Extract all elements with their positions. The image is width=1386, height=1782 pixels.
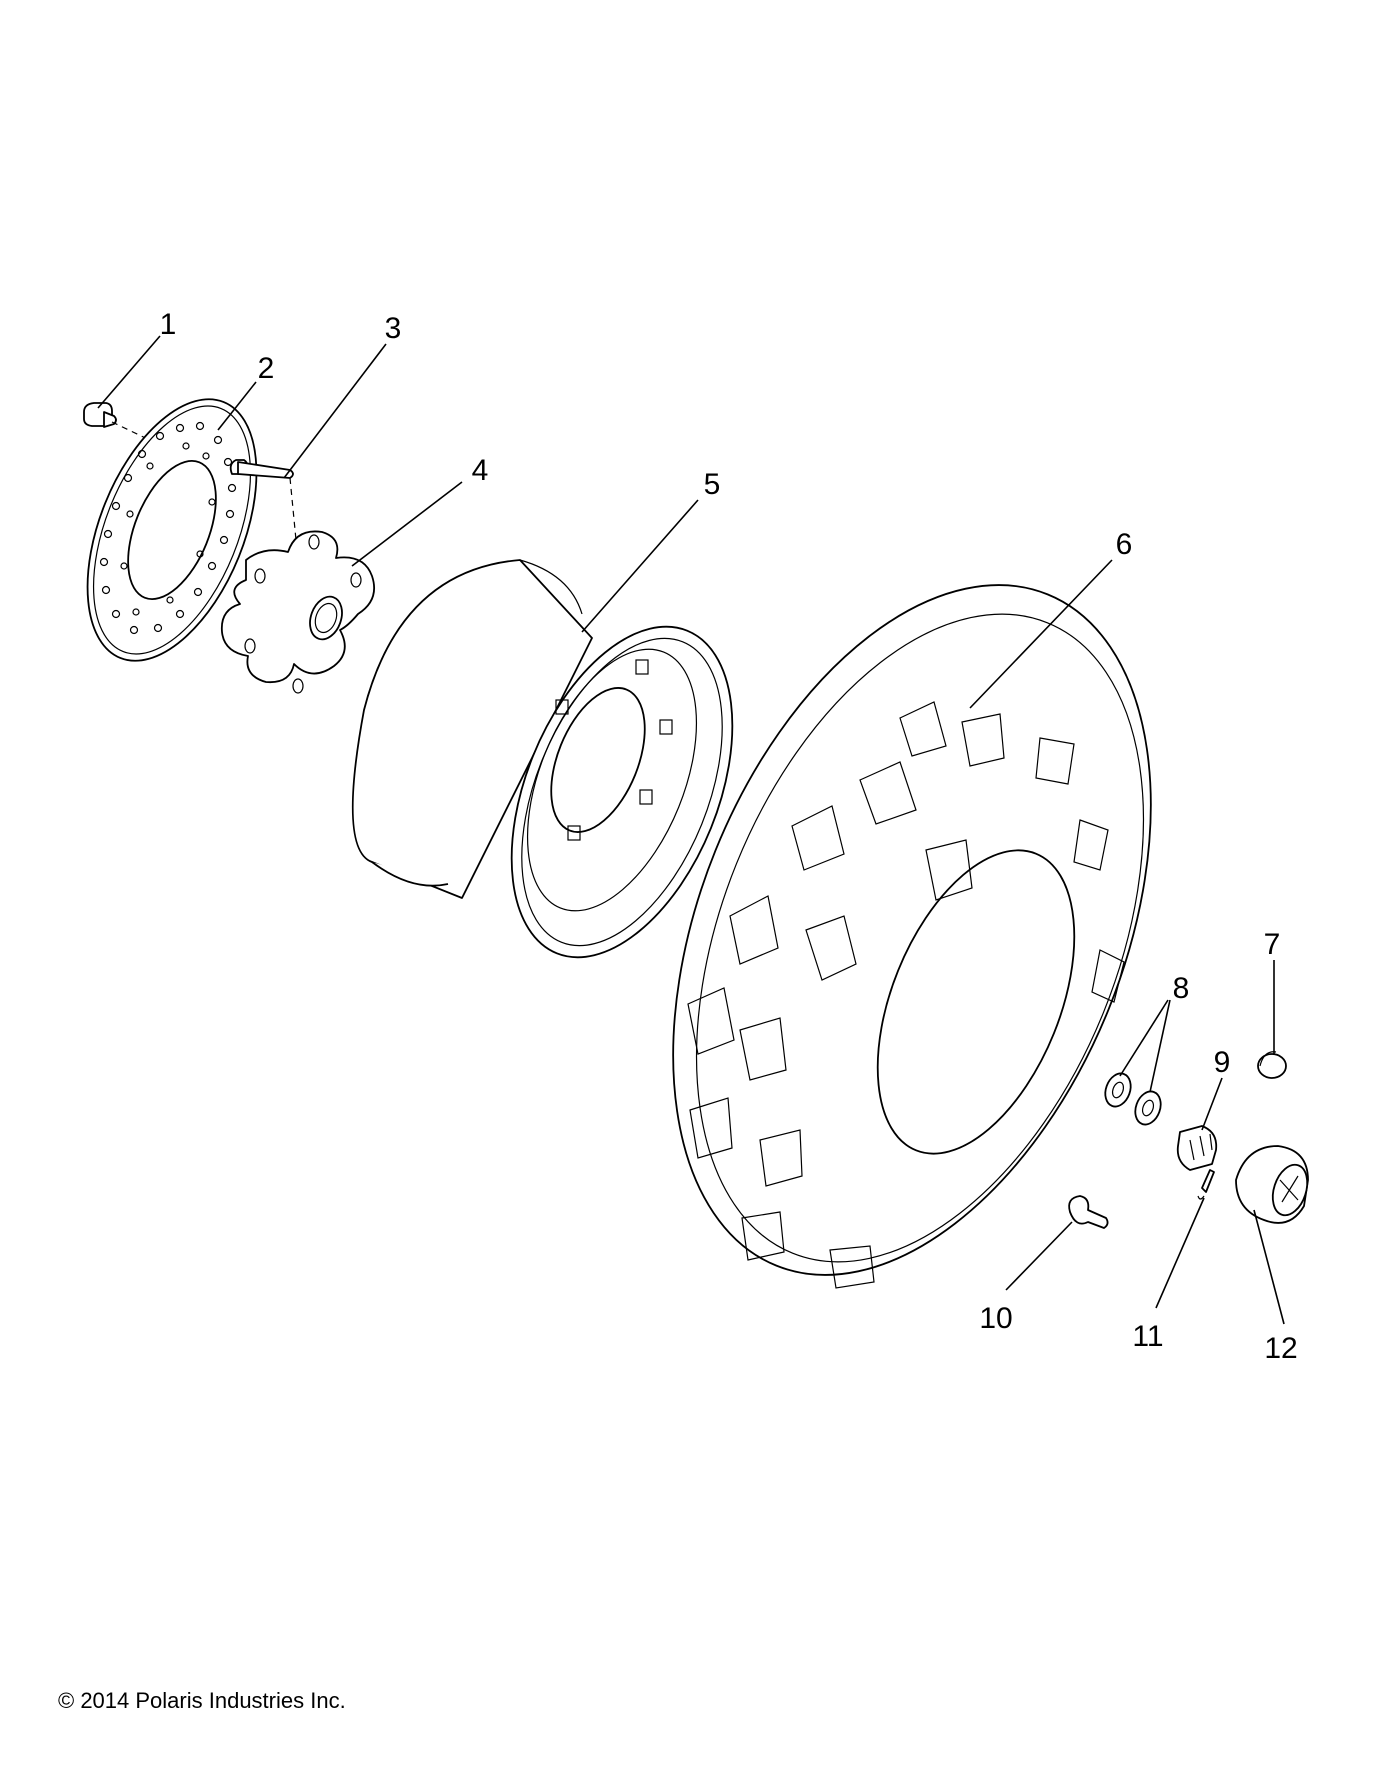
copyright-notice: © 2014 Polaris Industries Inc.: [58, 1688, 346, 1713]
leader-5: [581, 499, 699, 633]
part-rim-5: [351, 559, 734, 959]
leader-1: [97, 335, 161, 409]
part-valve-stem-10: [1068, 1195, 1109, 1229]
leader-9: [1201, 1077, 1223, 1131]
callout-10: 10: [979, 1302, 1012, 1335]
callout-labels: 1 2 3 4 5 6 7 8 9 10 11 12: [160, 308, 1298, 1365]
leader-8b: [1149, 999, 1171, 1093]
callout-6: 6: [1116, 528, 1133, 561]
callout-4: 4: [472, 454, 489, 487]
callout-1: 1: [160, 308, 177, 341]
part-cotter-pin-11: [1197, 1169, 1215, 1200]
leader-6: [969, 559, 1113, 709]
callout-5: 5: [704, 468, 721, 501]
leader-2: [217, 381, 257, 431]
leader-4: [351, 481, 463, 567]
leader-11: [1155, 1197, 1205, 1309]
leader-lines: [97, 335, 1285, 1325]
callout-9: 9: [1214, 1046, 1231, 1079]
part-castle-nut-9: [1176, 1125, 1218, 1171]
part-washers-8: [1104, 1072, 1162, 1126]
leader-8a: [1119, 999, 1169, 1077]
part-brake-disc-2: [86, 398, 258, 662]
part-hub-4: [220, 530, 376, 694]
part-bolt-1: [83, 402, 161, 446]
part-tire-6: [672, 584, 1152, 1289]
part-hub-cap-12: [1235, 1145, 1309, 1224]
part-lug-nut-7: [1257, 1051, 1287, 1079]
leader-10: [1005, 1221, 1073, 1291]
leader-3: [283, 343, 387, 479]
leader-12: [1253, 1209, 1285, 1325]
callout-12: 12: [1264, 1332, 1297, 1365]
callout-8: 8: [1173, 972, 1190, 1005]
callout-11: 11: [1132, 1320, 1163, 1353]
callout-2: 2: [258, 352, 275, 385]
brake-disc-holes: [99, 421, 237, 635]
callout-7: 7: [1264, 928, 1281, 961]
callout-3: 3: [385, 312, 402, 345]
